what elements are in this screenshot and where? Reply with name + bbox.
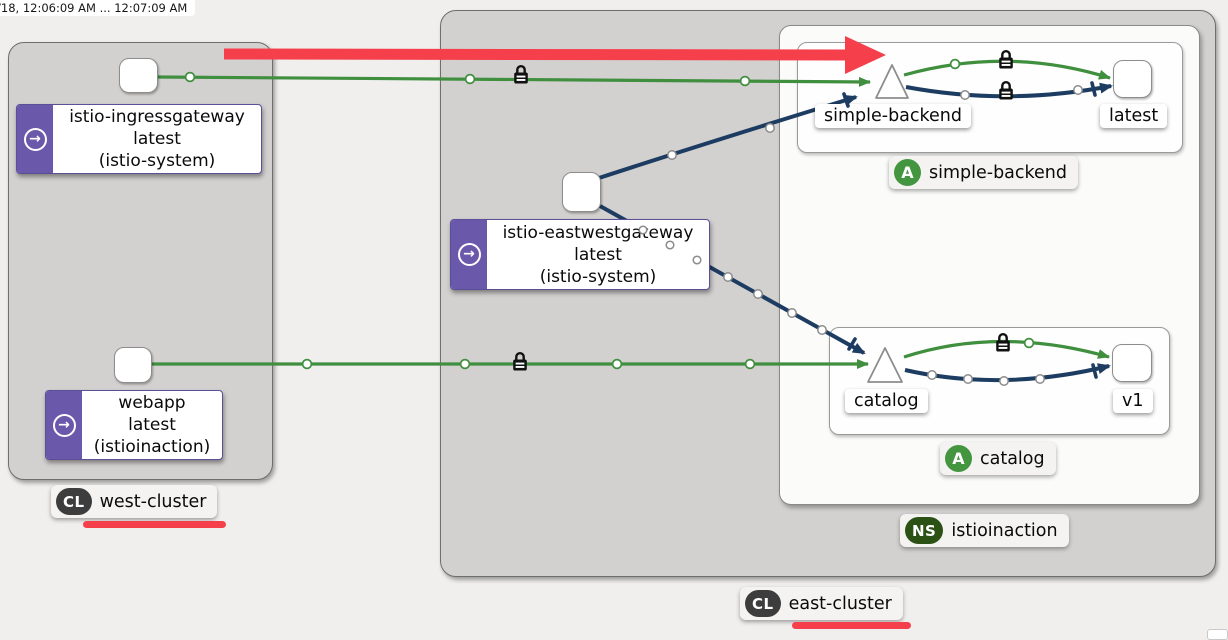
- gateway-stripe: →: [451, 220, 487, 289]
- workload-version: latest: [128, 415, 176, 435]
- workload-version: latest: [133, 129, 181, 149]
- workload-name: istio-ingressgateway: [69, 107, 245, 127]
- workload-node-ingressgateway[interactable]: [119, 58, 158, 93]
- namespace-badge-istioinaction[interactable]: NS istioinaction: [900, 514, 1069, 547]
- workload-namespace: (istio-system): [539, 266, 657, 287]
- workload-version: latest: [574, 244, 622, 265]
- workload-node-webapp[interactable]: [114, 347, 152, 383]
- version-label-v1[interactable]: v1: [1113, 389, 1153, 413]
- app-badge-catalog[interactable]: A catalog: [940, 442, 1056, 475]
- app-badge-label: catalog: [980, 448, 1045, 469]
- gateway-stripe: →: [46, 391, 82, 459]
- namespace-badge-label: istioinaction: [951, 520, 1058, 541]
- cluster-badge-label: east-cluster: [788, 593, 892, 614]
- annotation-underline-east-cluster: [792, 622, 911, 629]
- workload-name: webapp: [118, 393, 186, 413]
- cluster-badge-west[interactable]: CL west-cluster: [51, 485, 218, 518]
- arrow-circle-right-icon: →: [52, 413, 76, 437]
- workload-label-webapp[interactable]: → webapp latest (istioinaction): [45, 390, 223, 460]
- app-icon: A: [945, 445, 972, 472]
- workload-label-ingressgateway[interactable]: → istio-ingressgateway latest (istio-sys…: [16, 104, 262, 174]
- version-label-latest[interactable]: latest: [1100, 104, 1168, 128]
- version-node-simple-backend-latest[interactable]: [1113, 60, 1152, 98]
- app-icon: A: [894, 159, 921, 186]
- service-label-catalog[interactable]: catalog: [845, 389, 928, 413]
- workload-namespace: (istio-system): [98, 151, 216, 171]
- cluster-icon: CL: [745, 590, 781, 617]
- cluster-badge-east[interactable]: CL east-cluster: [740, 587, 903, 620]
- annotation-underline-west-cluster: [83, 521, 226, 528]
- workload-name: istio-eastwestgateway: [502, 222, 694, 243]
- workload-label-eastwestgateway[interactable]: → istio-eastwestgateway latest (istio-sy…: [450, 219, 710, 290]
- arrow-circle-right-icon: →: [23, 127, 47, 151]
- arrow-circle-right-icon: →: [457, 243, 481, 266]
- time-range-label: /18, 12:06:09 AM ... 12:07:09 AM: [0, 0, 196, 16]
- gateway-stripe: →: [17, 105, 53, 173]
- cluster-badge-label: west-cluster: [99, 491, 207, 512]
- cluster-icon: CL: [56, 488, 92, 515]
- version-node-catalog-v1[interactable]: [1112, 344, 1152, 382]
- app-badge-simple-backend[interactable]: A simple-backend: [889, 156, 1079, 189]
- app-badge-label: simple-backend: [929, 162, 1068, 183]
- service-label-simple-backend[interactable]: simple-backend: [815, 104, 972, 128]
- corner-panel-fragment: [1207, 629, 1228, 640]
- workload-namespace: (istioinaction): [93, 437, 211, 457]
- workload-node-eastwestgateway[interactable]: [562, 172, 601, 212]
- namespace-icon: NS: [905, 517, 944, 544]
